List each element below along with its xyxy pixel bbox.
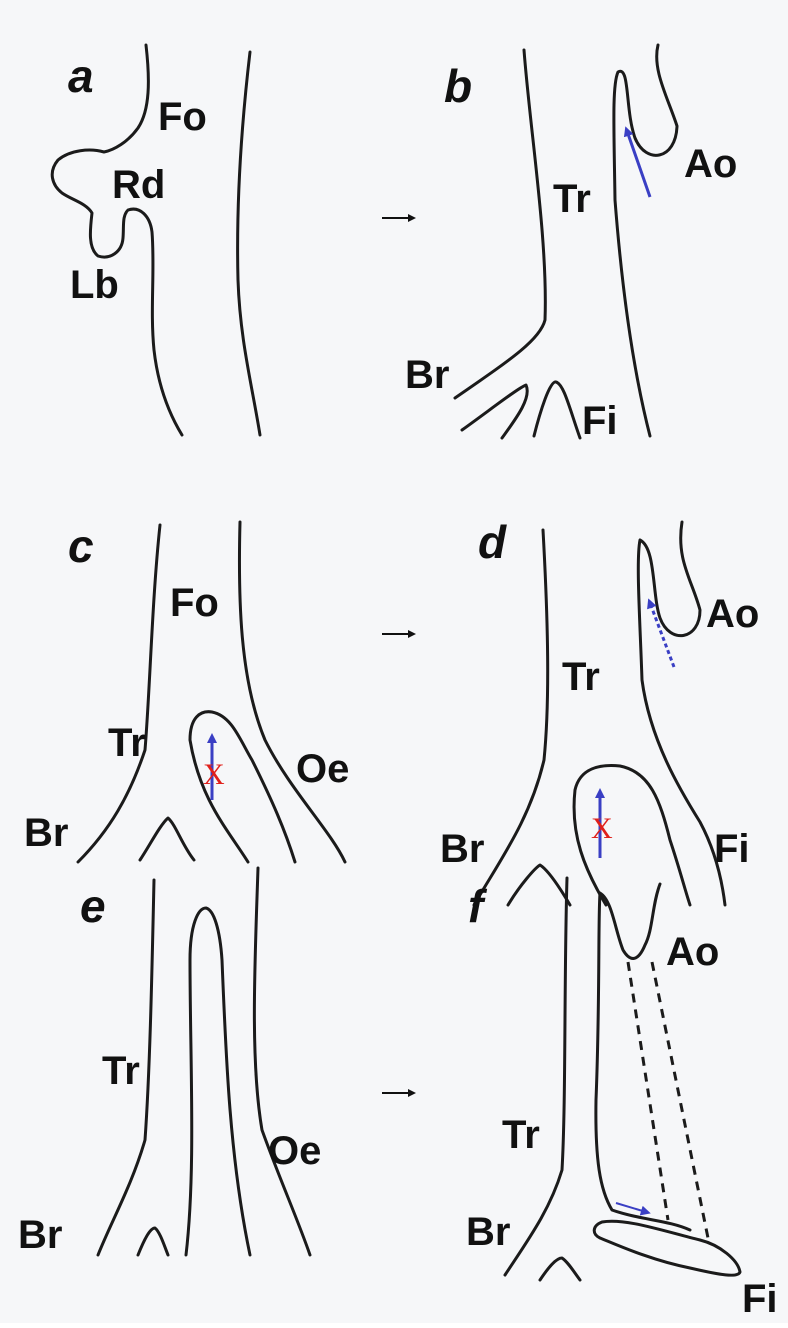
oesophagus-right-wall — [254, 868, 310, 1255]
label-rd: Rd — [112, 163, 165, 207]
panel-e: e Tr Oe Br — [18, 868, 321, 1257]
label-oe: Oe — [296, 747, 349, 791]
aorta-loop — [614, 45, 677, 436]
bronchus-split — [540, 1258, 580, 1280]
panel-d: d X Tr Ao Br Fi — [440, 516, 759, 905]
bronchus-split — [140, 818, 194, 860]
label-br: Br — [24, 811, 68, 855]
x-mark-c: X — [203, 758, 225, 791]
panel-letter-e: e — [80, 880, 106, 932]
label-tr: Tr — [502, 1113, 540, 1157]
panel-letter-d: d — [478, 516, 507, 568]
label-fo: Fo — [170, 581, 219, 625]
label-tr: Tr — [102, 1049, 140, 1093]
panel-b: b Tr Ao Br Fi — [405, 45, 737, 443]
septum-tip — [186, 908, 250, 1255]
panel-letter-b: b — [444, 60, 472, 112]
label-fi: Fi — [742, 1277, 778, 1321]
trachea-left-wall — [78, 525, 160, 862]
label-fi: Fi — [714, 827, 750, 871]
foregut-right-wall — [238, 52, 260, 435]
label-tr: Tr — [562, 655, 600, 699]
panel-a: a Fo Rd Lb — [52, 45, 260, 435]
label-br: Br — [440, 827, 484, 871]
label-oe: Oe — [268, 1129, 321, 1173]
dashed-line-left — [628, 962, 668, 1220]
label-fi: Fi — [582, 399, 618, 443]
dashed-line-right — [652, 962, 708, 1238]
dotted-blue-arrow-d — [650, 603, 674, 667]
label-fo: Fo — [158, 95, 207, 139]
label-br: Br — [18, 1213, 62, 1257]
label-tr: Tr — [553, 177, 591, 221]
panel-letter-c: c — [68, 520, 94, 572]
label-ao: Ao — [666, 930, 719, 974]
label-ao: Ao — [684, 142, 737, 186]
aorta-loop — [638, 522, 725, 905]
trachea-left-wall — [505, 878, 567, 1275]
label-br: Br — [466, 1210, 510, 1254]
label-lb: Lb — [70, 263, 119, 307]
x-mark-d: X — [591, 812, 613, 845]
blue-arrow-b — [627, 131, 650, 197]
fistula-loop — [594, 1221, 740, 1275]
bronchus-split — [508, 865, 570, 905]
trachea-left-wall — [474, 530, 548, 905]
panel-letter-a: a — [68, 50, 94, 102]
bronchus-branch — [462, 385, 527, 438]
oesophagus-right-wall — [239, 522, 345, 862]
label-tr: Tr — [108, 721, 146, 765]
panel-c: c X Fo Tr Oe Br — [24, 520, 349, 862]
panel-f: f Tr Ao Br Fi — [466, 878, 778, 1321]
bronchus-split — [138, 1228, 168, 1255]
blue-arrow-f — [616, 1203, 646, 1212]
fistula-branch — [534, 382, 580, 438]
label-br: Br — [405, 353, 449, 397]
label-ao: Ao — [706, 592, 759, 636]
